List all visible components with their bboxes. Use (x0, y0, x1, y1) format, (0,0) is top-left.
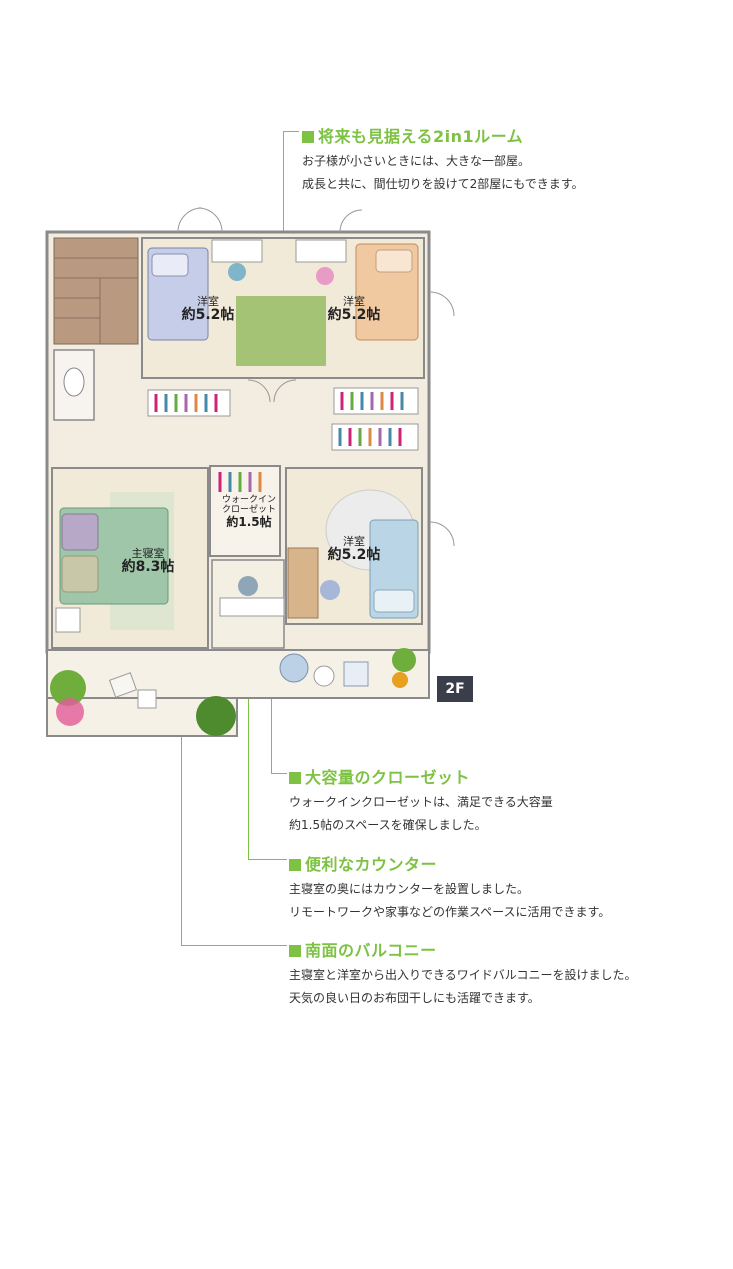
room-name: ウォークイン クローゼット (221, 495, 276, 515)
square-bullet-icon (289, 945, 301, 957)
closet (331, 423, 419, 451)
hangers (154, 392, 404, 446)
callout-closet: 大容量のクローゼット ウォークインクローゼットは、満足できる大容量 約1.5帖の… (289, 764, 553, 837)
callout-line: ウォークインクローゼットは、満足できる大容量 (289, 795, 553, 809)
desk-right (295, 239, 347, 263)
pillow (375, 249, 413, 273)
balcony-chair (108, 672, 138, 698)
callout-title: 大容量のクローゼット (289, 764, 553, 788)
room-name: 洋室 (197, 295, 219, 308)
callout-balcony: 南面のバルコニー 主寝室と洋室から出入りできるワイドバルコニーを設けました。 天… (289, 937, 637, 1010)
balcony-table (137, 689, 157, 709)
closet (147, 389, 231, 417)
room-label-southeast: 洋室 約5.2帖 (320, 535, 388, 564)
callout-2in1-room: 将来も見据える2in1ルーム お子様が小さいときには、大きな一部屋。 成長と共に… (302, 123, 584, 196)
callout-line: お子様が小さいときには、大きな一部屋。 (302, 154, 531, 168)
room-name: 主寝室 (131, 547, 165, 560)
plant-icon (392, 648, 416, 672)
room-area: 約1.5帖 (226, 514, 272, 529)
toilet (63, 367, 85, 397)
chair-blue (228, 263, 246, 281)
nightstand (55, 607, 81, 633)
chair-pink (316, 267, 334, 285)
room-area: 約5.2帖 (327, 307, 381, 324)
callout-title: 南面のバルコニー (289, 937, 637, 961)
room-label-master: 主寝室 約8.3帖 (110, 547, 186, 576)
callout-line: 天気の良い日のお布団干しにも活躍できます。 (289, 991, 540, 1005)
room-area: 約8.3帖 (121, 559, 175, 576)
stair-lines (54, 257, 138, 344)
callout-line: 成長と共に、間仕切りを設けて2部屋にもできます。 (302, 177, 584, 191)
callout-line: 約1.5帖のスペースを確保しました。 (289, 818, 487, 832)
pillow (151, 253, 189, 277)
callout-counter: 便利なカウンター 主寝室の奥にはカウンターを設置しました。 リモートワークや家事… (289, 851, 610, 924)
leader-line-balcony (181, 720, 182, 945)
plant-icon (50, 670, 86, 706)
leader-line-counter (248, 859, 287, 860)
room-area: 約5.2帖 (327, 547, 381, 564)
square-bullet-icon (289, 859, 301, 871)
floor-badge: 2F (437, 676, 473, 702)
room-label-wic: ウォークイン クローゼット 約1.5帖 (214, 495, 284, 529)
leader-line-2in1 (283, 131, 299, 132)
callout-line: リモートワークや家事などの作業スペースに活用できます。 (289, 905, 611, 919)
pillow (373, 589, 415, 613)
east-desk (287, 547, 319, 619)
closet (333, 387, 419, 415)
door-arcs (177, 207, 455, 547)
callout-body: 主寝室と洋室から出入りできるワイドバルコニーを設けました。 天気の良い日のお布団… (289, 964, 637, 1010)
callout-title: 便利なカウンター (289, 851, 610, 875)
callout-title: 将来も見据える2in1ルーム (302, 123, 584, 147)
leader-line-closet (271, 773, 287, 774)
walk-in-closet (209, 465, 281, 557)
balcony-table-round (313, 665, 335, 687)
wic-hangers (218, 472, 262, 492)
callout-line: 主寝室と洋室から出入りできるワイドバルコニーを設けました。 (289, 968, 637, 982)
stairs (53, 237, 139, 345)
east-chair (320, 580, 340, 600)
plant-icon (196, 696, 236, 736)
counter-chair (238, 576, 258, 596)
room-label-east: 洋室 約5.2帖 (322, 295, 386, 324)
room-area: 約5.2帖 (181, 307, 235, 324)
pillow (61, 555, 99, 593)
callout-body: 主寝室の奥にはカウンターを設置しました。 リモートワークや家事などの作業スペース… (289, 878, 610, 924)
callout-body: お子様が小さいときには、大きな一部屋。 成長と共に、間仕切りを設けて2部屋にもで… (302, 150, 584, 196)
room-name: 洋室 (343, 295, 365, 308)
rug (236, 296, 326, 366)
leader-line-balcony (181, 945, 287, 946)
leader-line-counter (248, 606, 249, 859)
callout-body: ウォークインクローゼットは、満足できる大容量 約1.5帖のスペースを確保しました… (289, 791, 553, 837)
callout-line: 主寝室の奥にはカウンターを設置しました。 (289, 882, 530, 896)
room-name: 洋室 (343, 535, 365, 548)
plant-icon (56, 698, 84, 726)
balcony (46, 649, 430, 699)
desk-left (211, 239, 263, 263)
counter (219, 597, 285, 617)
square-bullet-icon (302, 131, 314, 143)
balcony-chair-round (279, 653, 309, 683)
balcony-chair (343, 661, 369, 687)
plant-icon (392, 672, 408, 688)
floor-plan (45, 207, 455, 737)
leader-line-2in1 (283, 131, 284, 291)
square-bullet-icon (289, 772, 301, 784)
pillow (61, 513, 99, 551)
room-label-west: 洋室 約5.2帖 (176, 295, 240, 324)
